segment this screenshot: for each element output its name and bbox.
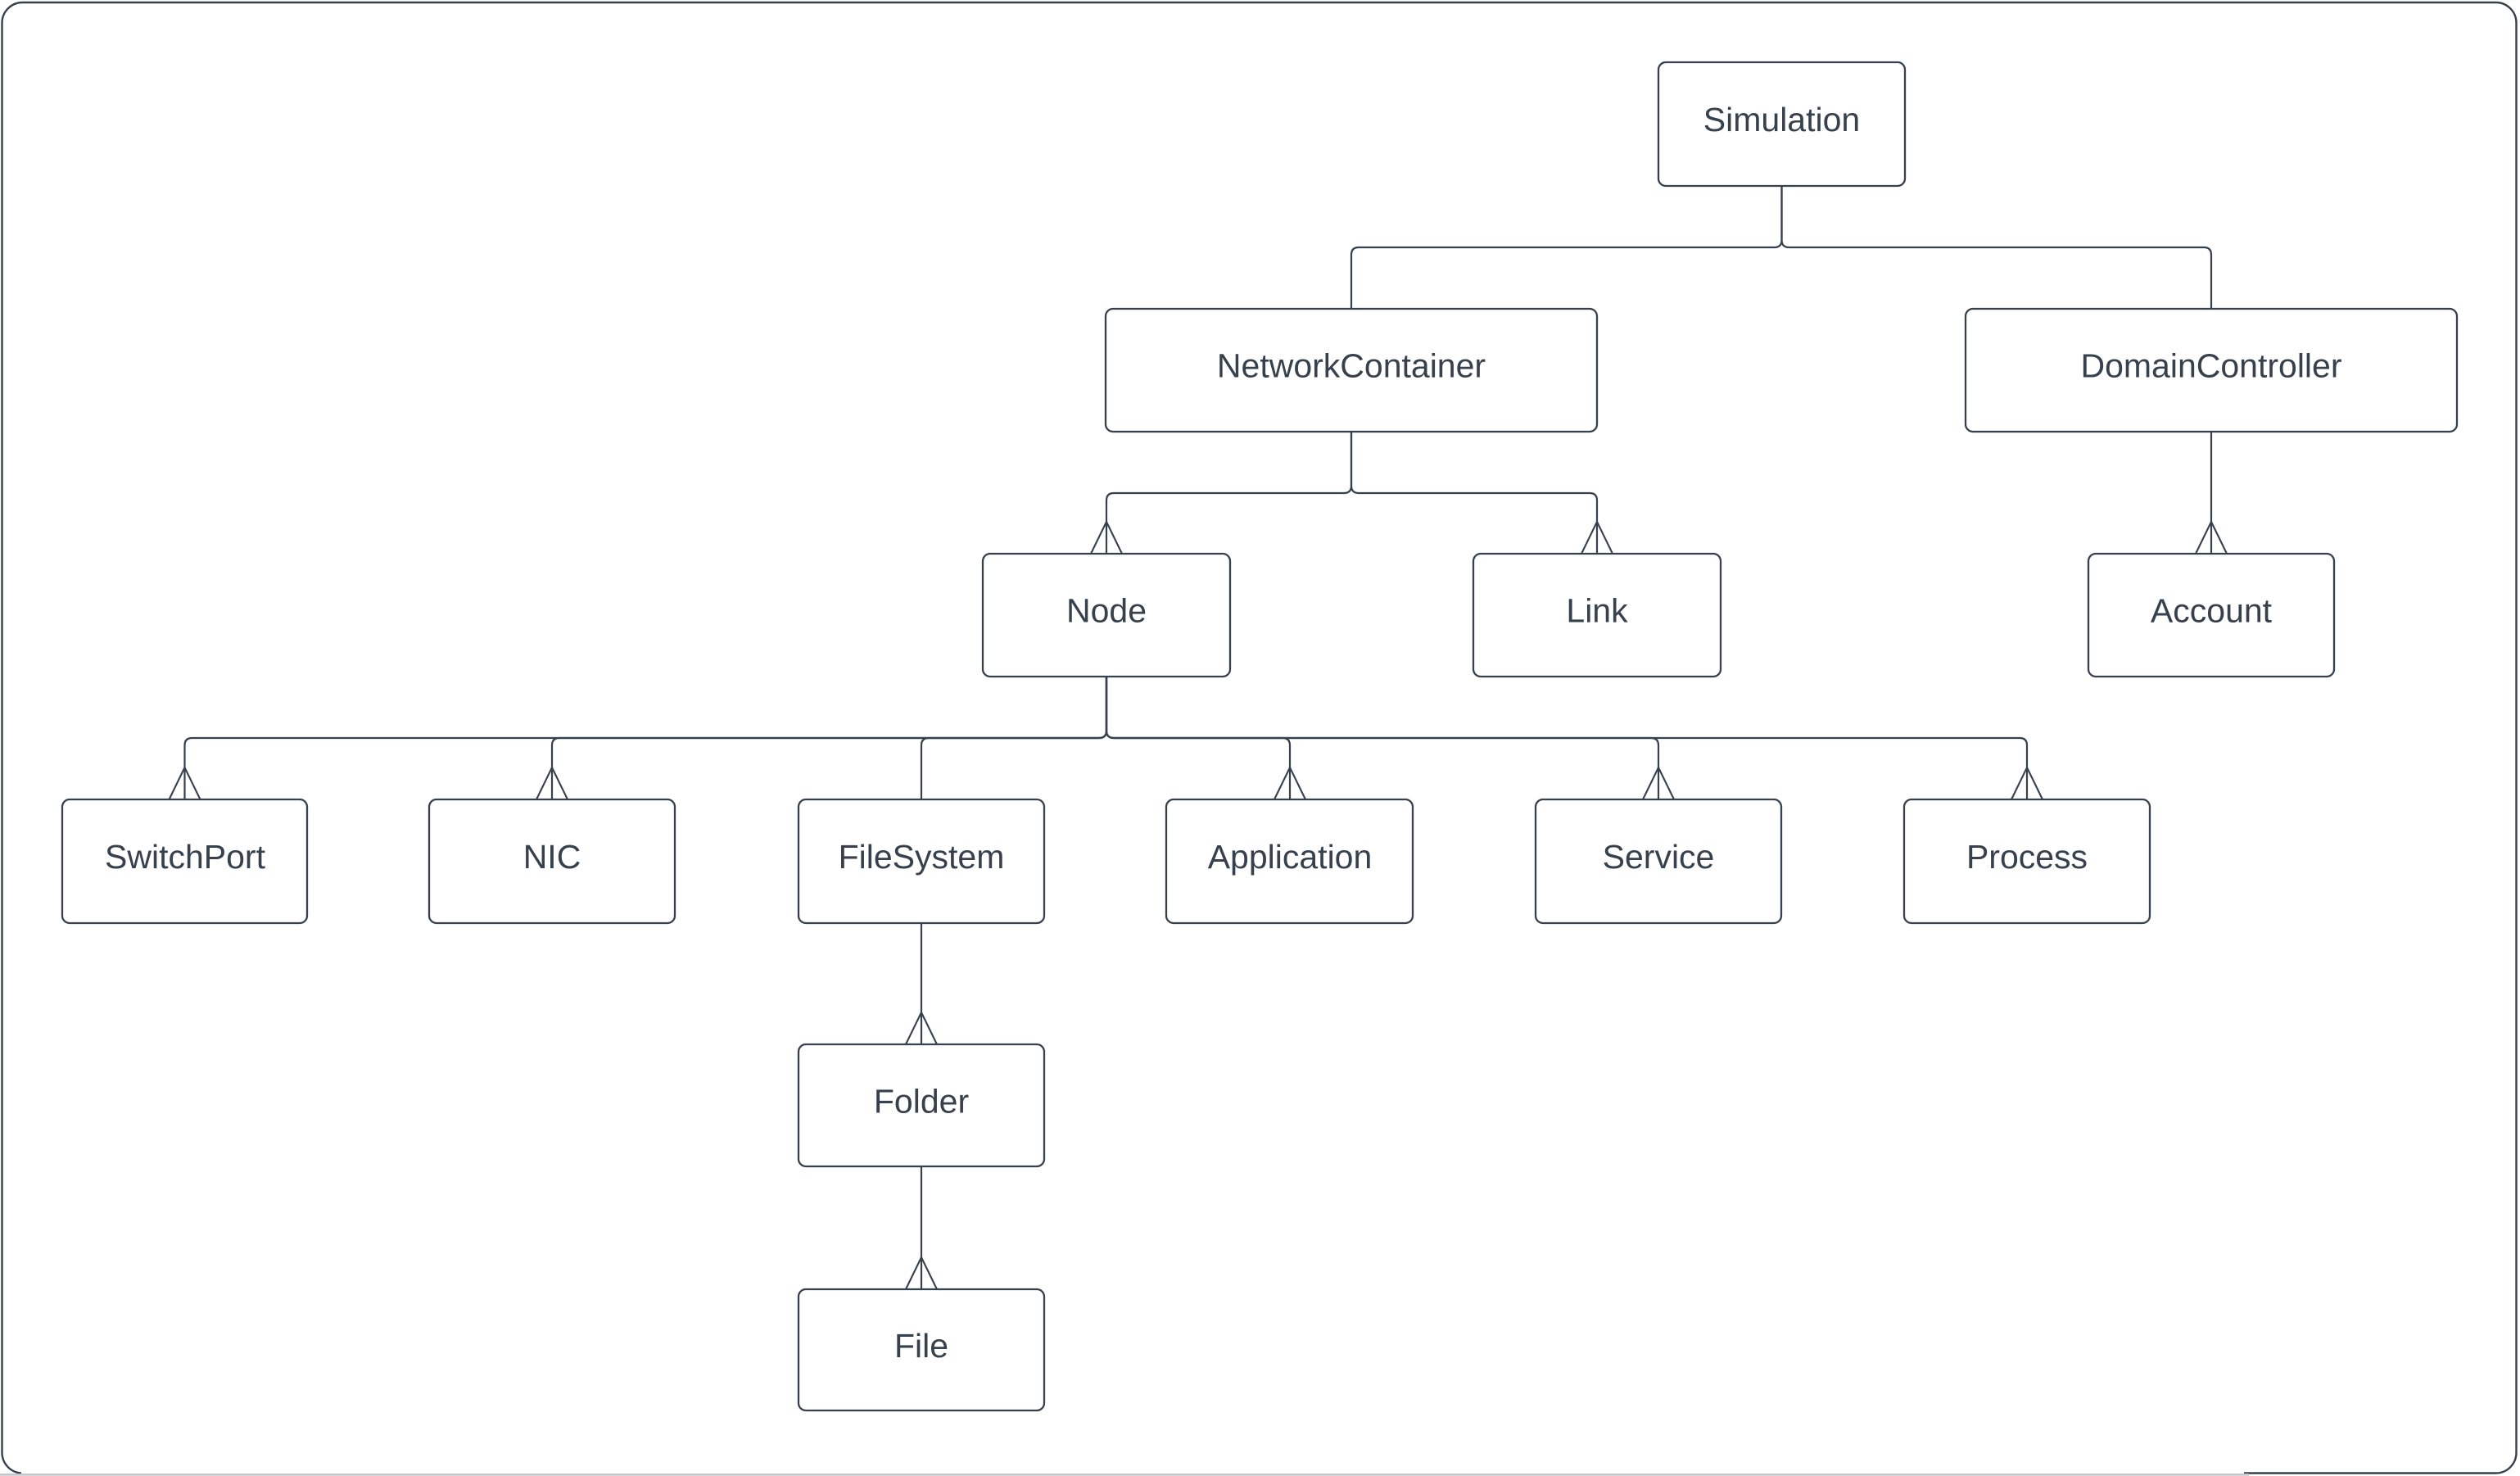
svg-text:Process: Process — [1966, 838, 2088, 876]
svg-text:Service: Service — [1603, 838, 1715, 876]
svg-text:File: File — [894, 1327, 948, 1365]
svg-text:Folder: Folder — [874, 1083, 969, 1121]
svg-text:Application: Application — [1208, 838, 1373, 876]
svg-text:FileSystem: FileSystem — [839, 838, 1005, 876]
svg-text:Simulation: Simulation — [1703, 101, 1860, 138]
svg-text:NIC: NIC — [523, 838, 581, 876]
svg-text:SwitchPort: SwitchPort — [105, 838, 266, 876]
svg-text:NetworkContainer: NetworkContainer — [1217, 347, 1486, 385]
svg-text:Node: Node — [1066, 592, 1147, 630]
svg-text:Account: Account — [2151, 592, 2273, 630]
svg-text:Link: Link — [1566, 592, 1628, 630]
svg-text:DomainController: DomainController — [2080, 347, 2341, 385]
